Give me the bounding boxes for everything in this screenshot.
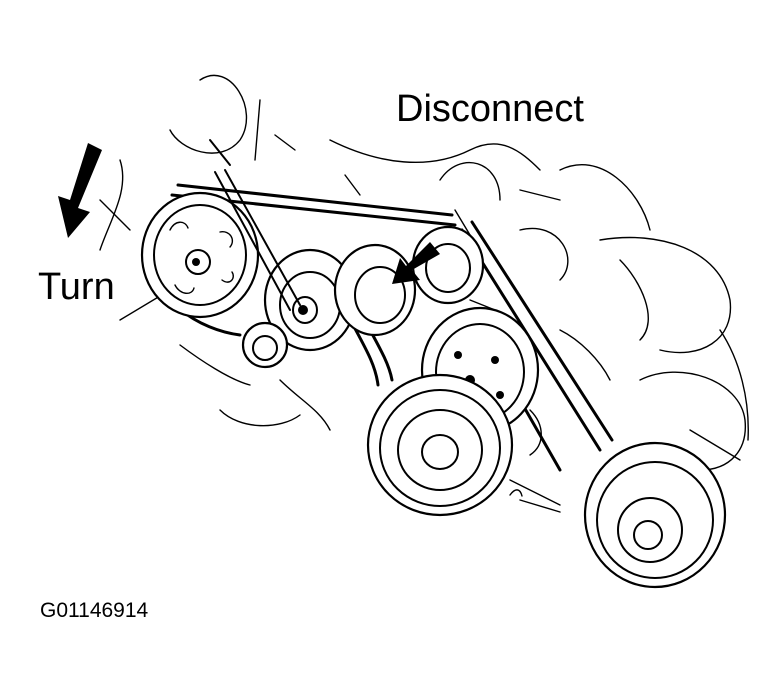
- disconnect-arrow-icon: [392, 242, 440, 284]
- disconnect-label: Disconnect: [396, 88, 584, 130]
- figure-id: G01146914: [40, 599, 149, 622]
- crankshaft-pulley: [366, 373, 514, 517]
- ac-compressor-pulley: [583, 441, 727, 589]
- turn-label: Turn: [38, 266, 115, 308]
- turn-arrow-icon: [58, 143, 102, 238]
- power-steering-pulley: [140, 191, 260, 319]
- lower-idler-pulley: [241, 321, 289, 369]
- alternator-pulley: [333, 243, 417, 337]
- upper-idler-pulley: [411, 225, 485, 305]
- wrench-tool: [209, 139, 301, 311]
- leader-mark: [509, 489, 561, 513]
